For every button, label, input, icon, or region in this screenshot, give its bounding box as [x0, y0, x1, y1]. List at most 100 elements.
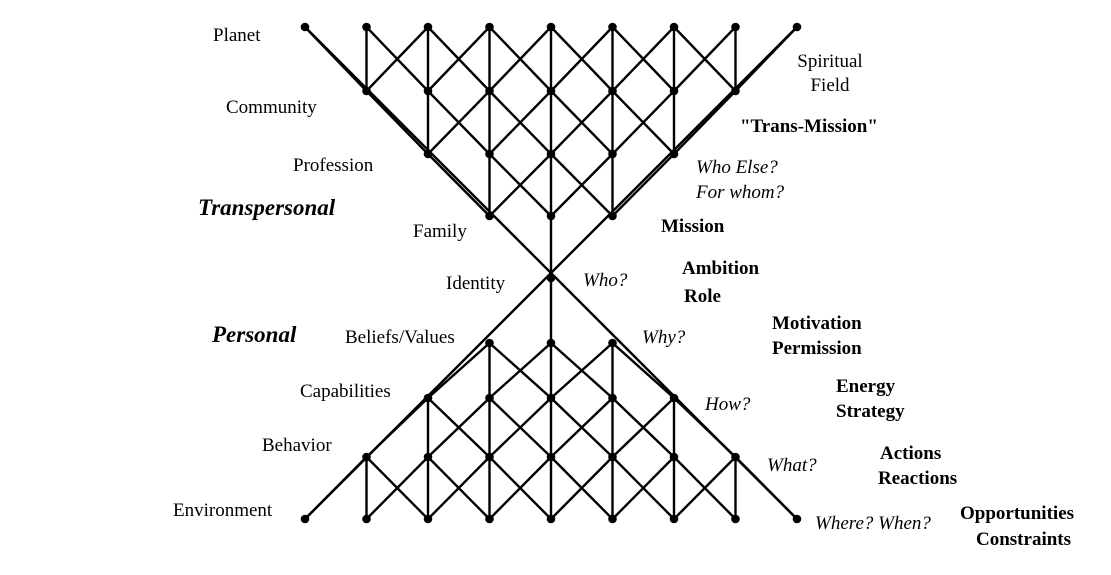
bottom-node	[669, 452, 679, 462]
bottom-node	[731, 452, 740, 462]
top-lattice-diagonal	[611, 25, 676, 93]
bottom-lattice-diagonal	[488, 396, 553, 459]
bottom-lattice-diagonal	[549, 396, 614, 459]
top-lattice-diagonal	[611, 89, 676, 156]
top-node	[608, 86, 617, 96]
top-node	[669, 22, 679, 32]
level-beliefs-values: Beliefs/Values	[345, 327, 455, 348]
level-environment: Environment	[173, 500, 273, 521]
bottom-lattice-diagonal	[611, 396, 676, 459]
top-node	[608, 22, 617, 32]
top-node	[669, 149, 679, 159]
top-lattice-diagonal	[488, 152, 553, 218]
bottom-lattice-diagonal	[734, 455, 799, 521]
bottom-lattice-diagonal	[426, 396, 491, 459]
bottom-node	[792, 514, 802, 524]
level-identity: Identity	[446, 273, 506, 294]
bottom-node	[485, 393, 494, 403]
section-personal: Personal	[212, 322, 297, 347]
top-node	[423, 86, 433, 96]
top-node	[485, 211, 494, 221]
outcome-mission: Mission	[661, 216, 725, 237]
top-lattice-diagonal	[426, 152, 491, 218]
top-node	[731, 86, 740, 96]
top-lattice-diagonal	[365, 25, 430, 93]
question-how: How?	[705, 394, 751, 415]
top-node	[423, 149, 433, 159]
bottom-lattice-diagonal	[365, 396, 430, 459]
bottom-node	[546, 452, 556, 462]
top-node	[423, 22, 433, 32]
top-node	[546, 86, 556, 96]
bottom-lattice-diagonal	[672, 396, 737, 459]
bottom-node	[362, 452, 371, 462]
outcome-energy: Energy	[836, 376, 896, 397]
level-behavior: Behavior	[262, 435, 332, 456]
bottom-node	[608, 393, 617, 403]
bottom-lattice-diagonal	[488, 341, 553, 400]
question-who: Who?	[583, 270, 628, 291]
question-for-whom: For whom?	[696, 182, 785, 203]
spiritual-field-line2: Field	[810, 75, 850, 96]
top-lattice-diagonal	[672, 89, 737, 156]
top-node	[485, 86, 494, 96]
level-profession: Profession	[293, 155, 374, 176]
section-transpersonal: Transpersonal	[198, 195, 336, 220]
bottom-node	[423, 393, 433, 403]
top-lattice-diagonal	[672, 25, 737, 93]
bottom-lattice-diagonal	[426, 455, 491, 521]
top-lattice-diagonal	[549, 25, 614, 93]
top-lattice-diagonal	[734, 25, 799, 93]
top-lattice-diagonal	[611, 152, 676, 218]
lattice-lines	[303, 25, 799, 521]
bottom-node	[485, 338, 494, 348]
bottom-node	[546, 338, 556, 348]
top-node	[362, 22, 371, 32]
bottom-node	[546, 393, 556, 403]
top-lattice-diagonal	[488, 25, 553, 93]
bottom-node	[546, 514, 556, 524]
top-node	[669, 86, 679, 96]
question-where-when: Where? When?	[815, 513, 931, 534]
top-node	[731, 22, 740, 32]
spiritual-field-label: Spiritual Field	[790, 51, 870, 97]
outcome-actions: Actions	[880, 443, 942, 464]
trans-mission-label: "Trans-Mission"	[740, 116, 878, 137]
top-lattice-diagonal	[365, 89, 430, 156]
outcome-reactions: Reactions	[878, 468, 958, 489]
outcome-opportunities: Opportunities	[960, 503, 1075, 524]
bottom-node	[731, 514, 740, 524]
outcome-role: Role	[684, 286, 721, 307]
top-node	[608, 211, 617, 221]
top-lattice-diagonal	[303, 25, 368, 93]
top-node	[792, 22, 802, 32]
bottom-node	[669, 514, 679, 524]
question-what: What?	[767, 455, 817, 476]
question-who-else: Who Else?	[696, 157, 778, 178]
spiritual-field-line1: Spiritual	[797, 51, 863, 72]
outcome-constraints: Constraints	[976, 529, 1072, 550]
bottom-lattice-diagonal	[549, 455, 614, 521]
outcome-motivation: Motivation	[772, 313, 862, 334]
bottom-node	[300, 514, 310, 524]
bottom-lattice-diagonal	[365, 455, 430, 521]
bottom-lattice-diagonal	[611, 455, 676, 521]
top-lattice-diagonal	[488, 89, 553, 156]
bottom-node	[485, 514, 494, 524]
identity-node	[546, 273, 556, 283]
bottom-node	[423, 514, 433, 524]
top-lattice-diagonal	[426, 25, 491, 93]
top-node	[546, 211, 556, 221]
bottom-lattice-diagonal	[426, 341, 491, 400]
bottom-node	[608, 514, 617, 524]
bottom-lattice-diagonal	[303, 455, 368, 521]
top-node	[546, 22, 556, 32]
level-community: Community	[226, 97, 317, 118]
outcome-permission: Permission	[772, 338, 862, 359]
top-node	[485, 22, 494, 32]
bottom-lattice-diagonal	[488, 455, 553, 521]
top-node	[300, 22, 310, 32]
level-family: Family	[413, 221, 467, 242]
bottom-node	[608, 452, 617, 462]
